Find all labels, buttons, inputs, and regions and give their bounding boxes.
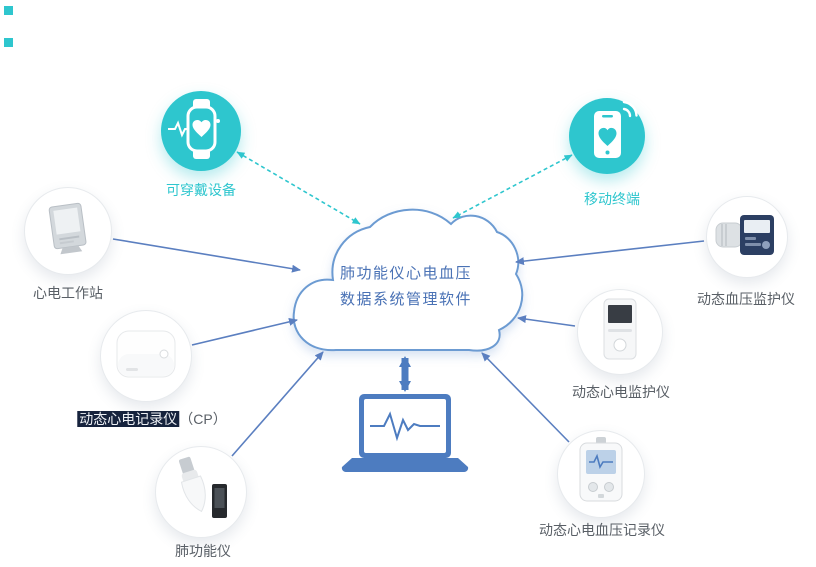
arrow-spirometer-to-cloud [231, 351, 324, 457]
arrow-bp-monitor-to-cloud [515, 240, 705, 266]
smartphone-heart-icon [569, 96, 645, 177]
spirometer-device [166, 454, 236, 531]
cloud-shape [292, 208, 524, 352]
label-wearable: 可穿戴设备 [166, 182, 236, 198]
label-workstation: 心电工作站 [33, 285, 103, 301]
laptop-ecg-icon [340, 394, 470, 476]
cloud-title-line1: 肺功能仪心电血压 [339, 265, 473, 282]
cloud-title-line2: 数据系统管理软件 [339, 291, 473, 308]
ecg-monitor-device [594, 297, 646, 368]
label-recorder-suffix: （CP） [179, 411, 227, 427]
smartwatch-heart-icon [163, 91, 239, 172]
arrow-ecg-bp-recorder-to-cloud [481, 352, 570, 443]
node-workstation [24, 187, 112, 275]
arrow-ecg-monitor-to-cloud [517, 315, 576, 327]
ecg-bp-recorder-device [571, 436, 631, 512]
bp-monitor-device [714, 207, 780, 268]
stray-teal-dot [4, 6, 13, 15]
ecg-recorder-device [112, 324, 180, 389]
node-recorder [100, 310, 192, 402]
stray-teal-dot [4, 38, 13, 47]
label-spirometer: 肺功能仪 [175, 543, 231, 559]
label-recorder-highlight: 动态心电记录仪 [77, 411, 180, 427]
node-spirometer [155, 446, 247, 538]
arrow-mobile-cloud [452, 154, 573, 219]
label-mobile: 移动终端 [584, 191, 640, 207]
node-mobile [569, 98, 645, 174]
node-wearable [161, 91, 241, 171]
label-ecg-monitor: 动态心电监护仪 [572, 384, 670, 400]
label-bp-monitor: 动态血压监护仪 [697, 291, 795, 307]
node-ecg-bp-recorder [557, 430, 645, 518]
node-bp-monitor [706, 196, 788, 278]
ecg-workstation-device [36, 197, 100, 266]
arrow-workstation-to-cloud [112, 238, 301, 273]
arrow-wearable-cloud [236, 151, 361, 225]
label-ecg-bp-recorder: 动态心电血压记录仪 [539, 522, 665, 538]
node-ecg-monitor [577, 289, 663, 375]
arrow-recorder-to-cloud [191, 317, 298, 346]
label-recorder: 动态心电记录仪（CP） [77, 409, 227, 429]
